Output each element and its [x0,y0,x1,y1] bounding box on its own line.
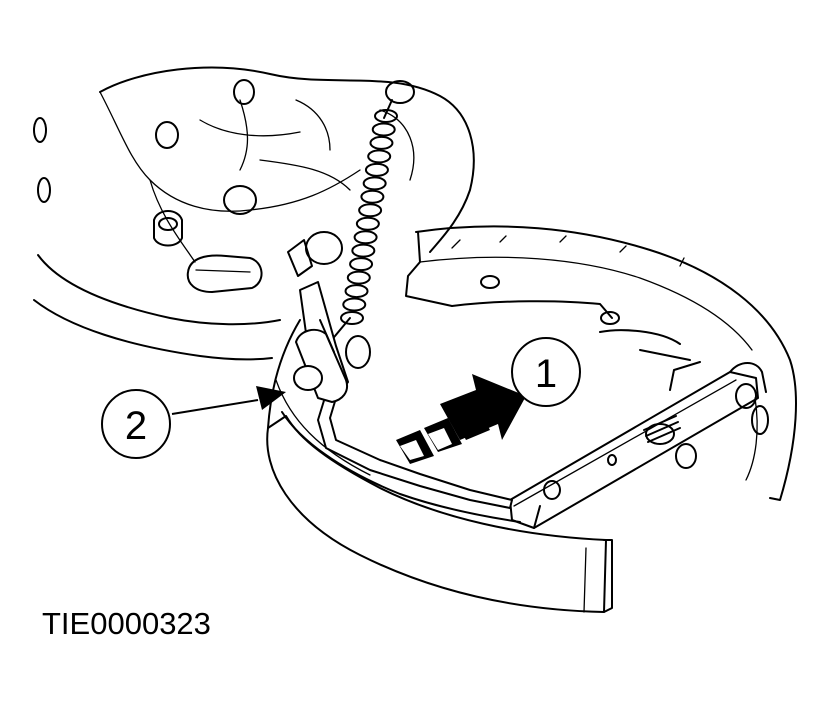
callout-1-label: 1 [535,352,557,396]
spring-coil [353,230,378,245]
spring-coil [367,149,392,164]
spring-coil [374,109,398,123]
spring-coil [360,189,385,204]
spring-coil [369,135,394,150]
return-spring [329,80,415,343]
callout-1: 1 [511,337,581,407]
callout-2: 2 [101,386,286,459]
figure-id: TIE0000323 [42,606,211,641]
spring-coil [340,311,364,325]
parking-brake-lever [293,281,513,509]
spring-coil [362,176,387,191]
spring-coil [346,270,371,285]
spring-coil [351,243,376,258]
spring-coil [364,162,389,177]
brake-shoe [266,225,797,613]
spring-coil [342,297,367,312]
spring-coil [349,257,374,272]
adjuster-strut [509,361,767,529]
striped-direction-arrow-icon [396,374,526,464]
spring-coil [358,203,383,218]
spring-coil [371,122,396,137]
backing-plate [33,66,475,361]
callout-2-label: 2 [125,404,147,448]
spring-coil [355,216,380,231]
pointer-arrow-icon [256,386,286,410]
spring-coil [344,284,369,299]
